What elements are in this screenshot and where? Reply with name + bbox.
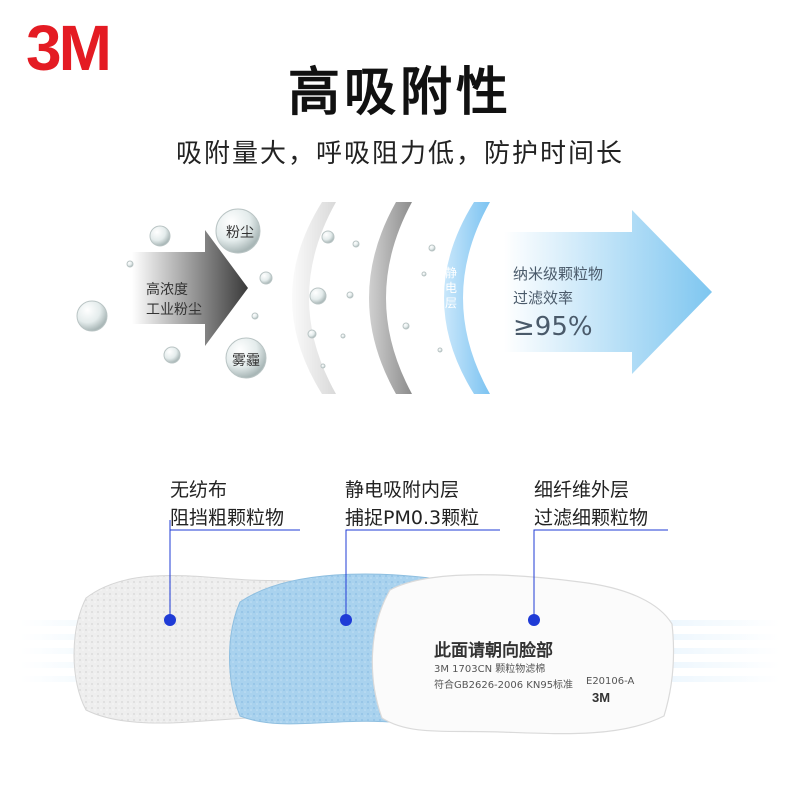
layer-label-line1: 无纺布 — [170, 479, 228, 501]
particle-bubble — [428, 244, 436, 252]
static-layer-char: 电 — [445, 281, 458, 295]
particle-bubble — [259, 271, 273, 285]
particle-bubble — [307, 329, 317, 339]
dust-bubble — [215, 208, 261, 254]
layer-label-fine-fiber: 细纤维外层 过滤细颗粒物 — [534, 476, 648, 532]
input-label: 高浓度 工业粉尘 — [146, 280, 202, 320]
particle-bubble — [321, 230, 335, 244]
layer-label-electrostatic: 静电吸附内层 捕捉PM0.3颗粒 — [345, 476, 479, 532]
filtration-diagram — [76, 202, 712, 394]
input-label-line1: 高浓度 — [146, 282, 188, 298]
filter-layers-illustration — [20, 520, 780, 735]
layer-label-line2: 阻挡粗颗粒物 — [170, 507, 285, 529]
particle-bubble — [340, 333, 346, 339]
particle-bubble — [437, 347, 443, 353]
dust-label: 粉尘 — [226, 225, 254, 241]
static-layer-char: 静 — [445, 266, 458, 280]
filter-card-title: 此面请朝向脸部 — [434, 641, 553, 661]
filter-card-model: 3M 1703CN 颗粒物滤棉 — [434, 664, 546, 675]
layer-label-nonwoven: 无纺布 阻挡粗颗粒物 — [170, 476, 284, 532]
static-layer-label: 静 电 层 — [445, 266, 457, 311]
filter-card-standard: 符合GB2626-2006 KN95标准 — [434, 680, 574, 691]
filter-card-logo: 3M — [592, 690, 611, 705]
page-subtitle: 吸附量大，呼吸阻力低，防护时间长 — [175, 139, 624, 169]
layer-label-line1: 细纤维外层 — [534, 479, 630, 501]
particle-bubble — [402, 322, 410, 330]
layer-label-line2: 捕捉PM0.3颗粒 — [345, 507, 480, 529]
callout-dot-electrostatic — [340, 614, 352, 626]
input-arrow — [132, 230, 248, 346]
filter-card-code: E20106-A — [586, 676, 635, 687]
static-layer-char: 层 — [445, 296, 458, 310]
layer-label-line1: 静电吸附内层 — [345, 479, 460, 501]
particle-bubble — [352, 240, 360, 248]
filter-layer-middle — [369, 202, 412, 394]
callout-line-fine-fiber — [533, 529, 668, 618]
callout-line-electrostatic — [345, 529, 500, 618]
layer-label-line2: 过滤细颗粒物 — [534, 507, 649, 529]
fine-fiber-layer — [371, 574, 675, 735]
efficiency-arrow — [504, 210, 712, 374]
page-title: 高吸附性 — [287, 63, 512, 123]
particle-bubble — [346, 291, 354, 299]
callout-dot-fine-fiber — [528, 614, 540, 626]
particle-bubble — [163, 346, 181, 364]
efficiency-label-line1: 纳米级颗粒物 — [513, 265, 604, 283]
efficiency-value: ≥95% — [513, 312, 593, 342]
haze-label: 雾霾 — [232, 353, 260, 369]
static-layer — [444, 202, 490, 394]
particle-bubble — [309, 287, 327, 305]
particle-bubble — [320, 363, 326, 369]
callout-line-nonwoven — [169, 529, 300, 618]
particle-bubble — [126, 260, 134, 268]
particle-bubble — [421, 271, 427, 277]
filter-layer-outer — [292, 202, 336, 394]
particle-bubble — [149, 225, 171, 247]
particle-bubble — [251, 312, 259, 320]
particle-bubble — [76, 300, 108, 332]
haze-bubble — [225, 337, 267, 379]
brand-logo: 3M — [26, 12, 112, 84]
efficiency-label-line2: 过滤效率 — [513, 289, 574, 307]
input-label-line2: 工业粉尘 — [146, 302, 202, 318]
callout-dot-nonwoven — [164, 614, 176, 626]
efficiency-label: 纳米级颗粒物 过滤效率 — [513, 262, 603, 310]
